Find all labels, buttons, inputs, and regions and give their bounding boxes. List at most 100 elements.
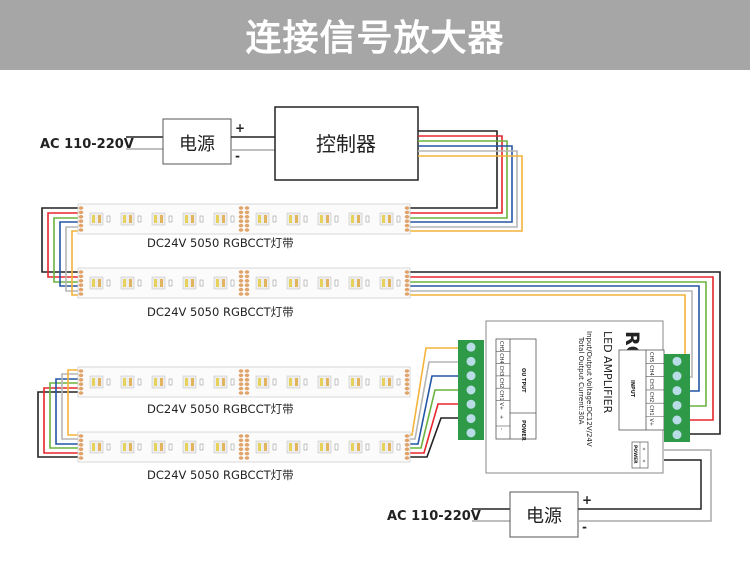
led-die-amber xyxy=(357,378,360,386)
led-die-amber xyxy=(388,215,391,223)
led-housing xyxy=(379,212,394,226)
led-die-amber xyxy=(222,443,225,451)
led-die-amber xyxy=(264,279,267,287)
led-die-yellow xyxy=(92,378,95,386)
solder-pad xyxy=(244,223,250,228)
led-die-amber xyxy=(357,279,360,287)
strip-label-4: DC24V 5050 RGBCCT灯带 xyxy=(147,468,294,482)
output-pin-label-1: CH4 xyxy=(498,353,504,363)
led-die-yellow xyxy=(154,279,157,287)
solder-pad xyxy=(78,206,84,210)
solder-pad xyxy=(78,456,84,460)
led-housing xyxy=(89,276,104,290)
resistor xyxy=(168,279,173,287)
wire-orange xyxy=(67,369,78,436)
led-housing xyxy=(120,212,135,226)
led-die-yellow xyxy=(216,279,219,287)
wire-black xyxy=(410,130,498,209)
led-die-yellow xyxy=(320,443,323,451)
led-chip xyxy=(317,440,339,454)
bottom-ac-input-label: AC 110-220V xyxy=(387,509,481,524)
led-die-yellow xyxy=(289,279,292,287)
solder-pad xyxy=(78,270,84,274)
solder-pad xyxy=(78,373,84,378)
led-die-amber xyxy=(264,378,267,386)
led-die-yellow xyxy=(351,378,354,386)
led-housing xyxy=(182,276,197,290)
resistor xyxy=(334,279,339,287)
led-housing xyxy=(213,212,228,226)
solder-pad xyxy=(78,283,84,288)
led-chip xyxy=(255,276,277,290)
wire-red xyxy=(43,387,78,454)
led-chip xyxy=(255,212,277,226)
wire-red xyxy=(410,403,458,454)
led-die-amber xyxy=(129,279,132,287)
led-die-amber xyxy=(98,279,101,287)
terminal-screw xyxy=(466,385,476,395)
led-chip xyxy=(348,375,370,389)
solder-pad xyxy=(404,373,410,378)
wire-red xyxy=(410,276,714,421)
output-pin-label-3: CH2 xyxy=(498,378,504,388)
wire-blue xyxy=(410,375,458,445)
led-die-yellow xyxy=(258,378,261,386)
led-strip xyxy=(77,431,411,463)
input-pin-label-0: CH5 xyxy=(648,352,654,362)
led-die-amber xyxy=(222,215,225,223)
terminal-screw xyxy=(466,428,476,438)
led-die-yellow xyxy=(185,378,188,386)
bottom-power-supply: 电源 xyxy=(509,491,579,538)
led-die-yellow xyxy=(92,443,95,451)
solder-pad xyxy=(404,223,410,228)
led-die-yellow xyxy=(382,215,385,223)
input-pin-label-5: V+ xyxy=(648,419,654,427)
solder-pad xyxy=(238,438,244,443)
resistor xyxy=(199,443,204,451)
wire-gray xyxy=(410,361,458,440)
wire-black xyxy=(410,271,721,435)
solder-pad xyxy=(404,206,410,210)
led-die-yellow xyxy=(258,443,261,451)
led-die-amber xyxy=(388,443,391,451)
resistor xyxy=(365,378,370,386)
led-housing xyxy=(120,440,135,454)
solder-pad xyxy=(78,215,84,219)
led-die-amber xyxy=(160,378,163,386)
led-chip xyxy=(120,375,142,389)
resistor xyxy=(272,279,277,287)
led-housing xyxy=(151,440,166,454)
led-die-yellow xyxy=(216,215,219,223)
led-die-yellow xyxy=(382,443,385,451)
led-die-yellow xyxy=(258,279,261,287)
led-chip xyxy=(182,276,204,290)
solder-pad xyxy=(238,443,244,447)
led-chip xyxy=(120,440,142,454)
led-chip xyxy=(379,276,401,290)
terminal-dot-icon xyxy=(642,459,646,463)
led-housing xyxy=(317,440,332,454)
solder-pad xyxy=(238,206,244,210)
led-chip xyxy=(379,440,401,454)
resistor xyxy=(396,279,401,287)
amplifier-spec-current: Total Output Current:30A xyxy=(577,336,585,425)
resistor xyxy=(199,279,204,287)
led-chip xyxy=(89,375,111,389)
led-chip xyxy=(286,212,308,226)
top-power-supply-label: 电源 xyxy=(179,134,215,155)
resistor xyxy=(199,215,204,223)
led-die-yellow xyxy=(154,215,157,223)
solder-pad xyxy=(78,443,84,447)
solder-pad xyxy=(244,219,250,223)
solder-pad xyxy=(404,378,410,382)
led-strips xyxy=(77,203,411,463)
resistor xyxy=(199,378,204,386)
led-housing xyxy=(120,375,135,389)
led-die-yellow xyxy=(351,279,354,287)
solder-pad xyxy=(238,228,244,232)
solder-pad xyxy=(404,274,410,279)
resistor xyxy=(106,378,111,386)
solder-pad xyxy=(404,228,410,232)
led-housing xyxy=(286,212,301,226)
